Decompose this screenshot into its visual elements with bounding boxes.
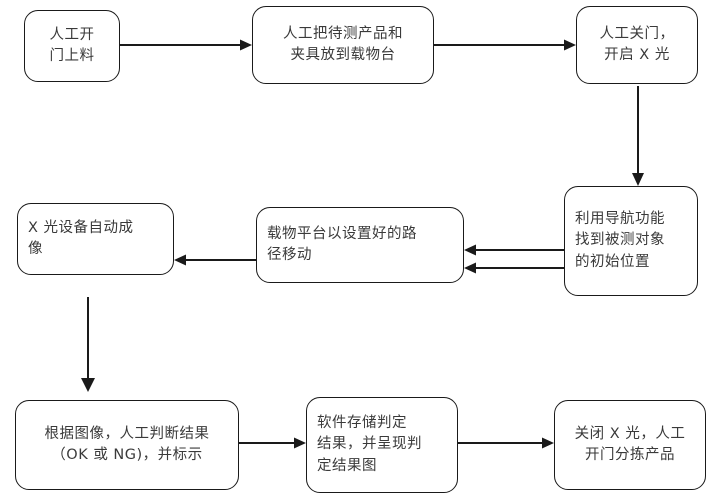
- flow-node-xray-auto-imaging[interactable]: X 光设备自动成 像: [17, 203, 174, 275]
- flow-node-label: 根据图像，人工判断结果 （OK 或 NG)，并标示: [44, 425, 210, 463]
- flow-node-label: 软件存储判定 结果，并呈现判 定结果图: [317, 415, 422, 474]
- flow-node-label: 载物平台以设置好的路 径移动: [267, 225, 417, 263]
- connector-n2-to-n3: [434, 39, 576, 51]
- connector-n3-to-n4: [632, 86, 644, 186]
- flow-node-close-door-xray-on[interactable]: 人工关门， 开启 X 光: [576, 6, 698, 84]
- flow-node-label: 人工开 门上料: [49, 26, 95, 64]
- connector-n7-to-n8: [239, 437, 306, 449]
- connector-n8-to-n9: [458, 437, 554, 449]
- flow-node-label: 人工关门， 开启 X 光: [599, 25, 675, 63]
- flow-node-manual-open-door-load[interactable]: 人工开 门上料: [24, 10, 120, 82]
- connector-n5-to-n6: [174, 254, 256, 266]
- flow-node-software-store-result[interactable]: 软件存储判定 结果，并呈现判 定结果图: [306, 397, 458, 493]
- flow-node-place-product-fixture[interactable]: 人工把待测产品和 夹具放到载物台: [252, 6, 434, 84]
- flow-node-manual-judge-result[interactable]: 根据图像，人工判断结果 （OK 或 NG)，并标示: [15, 400, 239, 490]
- connector-n4-to-n5-upper: [464, 244, 564, 256]
- flow-node-label: X 光设备自动成 像: [28, 219, 134, 257]
- flow-node-xray-off-sort-product[interactable]: 关闭 X 光，人工 开门分拣产品: [554, 400, 706, 490]
- flow-node-label: 人工把待测产品和 夹具放到载物台: [283, 25, 403, 63]
- connector-n1-to-n2: [120, 39, 252, 51]
- flow-node-stage-moves-preset-path[interactable]: 载物平台以设置好的路 径移动: [256, 207, 464, 283]
- flow-node-label: 关闭 X 光，人工 开门分拣产品: [574, 425, 686, 463]
- flow-node-label: 利用导航功能 找到被测对象 的初始位置: [575, 211, 665, 270]
- connector-n4-to-n5-lower: [464, 262, 564, 274]
- connector-n6-to-n7: [81, 297, 95, 392]
- flow-node-navigate-find-initial-position[interactable]: 利用导航功能 找到被测对象 的初始位置: [564, 186, 698, 296]
